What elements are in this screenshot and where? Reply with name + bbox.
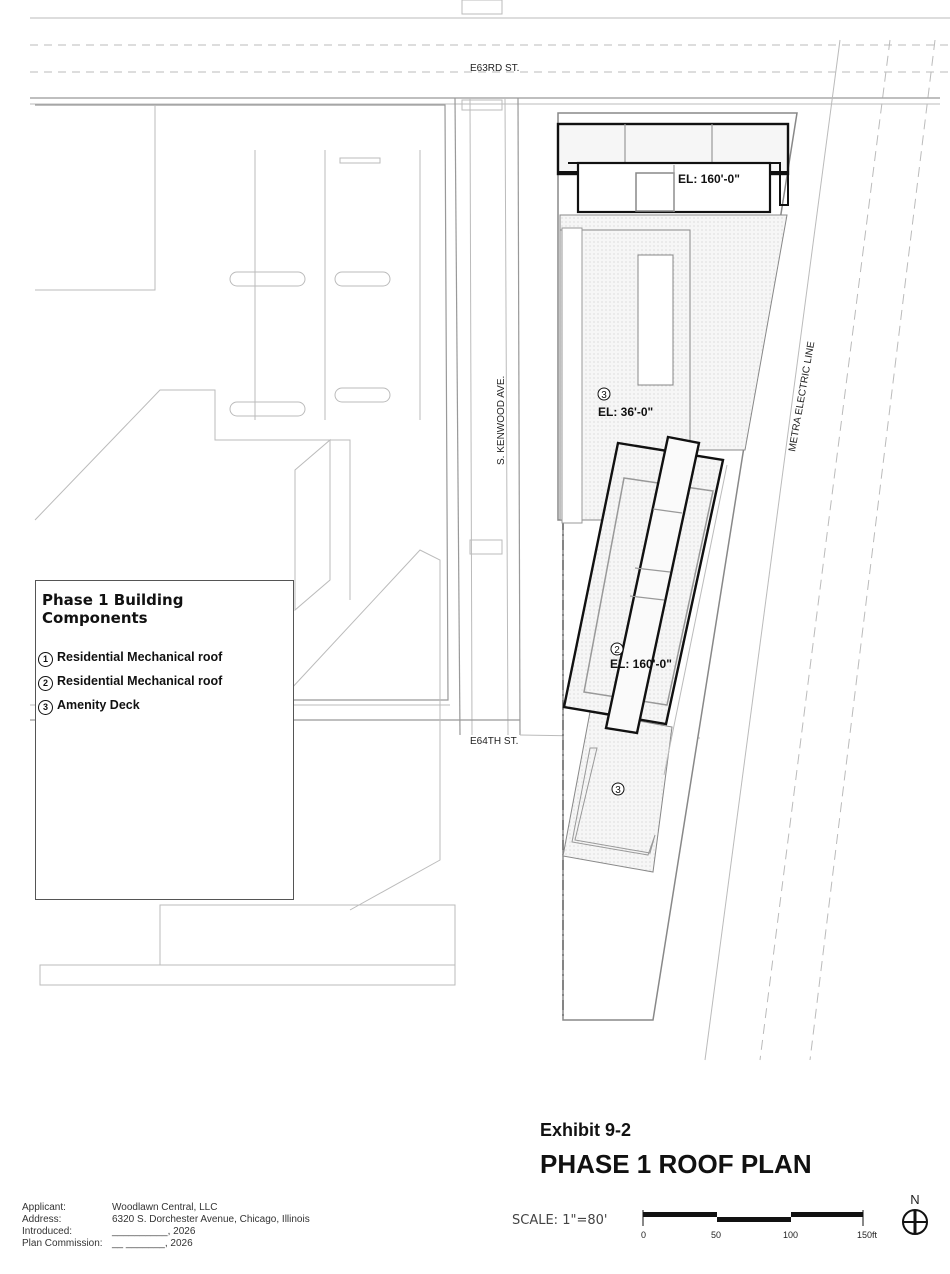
scale-tick: 50 — [711, 1230, 722, 1240]
tower-2-marker: 2 — [614, 645, 620, 656]
legend-label: Amenity Deck — [57, 698, 140, 712]
plan-title: PHASE 1 ROOF PLAN — [540, 1149, 812, 1179]
info-key: Applicant: — [22, 1202, 66, 1213]
tower-2-marker-circle — [610, 642, 624, 656]
street-label-e64th: E64TH ST. — [470, 736, 518, 747]
info-key: Plan Commission: — [22, 1238, 103, 1249]
legend-number: 3 — [38, 700, 53, 715]
exhibit-number: Exhibit 9-2 — [540, 1120, 632, 1140]
rail-label-metra: METRA ELECTRIC LINE — [787, 340, 817, 452]
tower-2-roof — [562, 435, 728, 776]
existing-parking-area — [34, 104, 456, 986]
legend-number: 1 — [38, 652, 53, 667]
rail-corridor — [704, 39, 936, 1061]
tower-2-elevation: EL: 160'-0" — [610, 657, 672, 671]
info-value: __ _______, 2026 — [112, 1238, 193, 1249]
deck-marker: 3 — [601, 390, 607, 401]
street-label-e63rd: E63RD ST. — [470, 63, 519, 74]
street-e63rd — [30, 17, 950, 105]
street-label-kenwood: S. KENWOOD AVE. — [496, 376, 507, 465]
tower-1-elevation: EL: 160'-0" — [678, 172, 740, 186]
north-arrow-icon — [902, 1209, 928, 1235]
scale-tick: 100 — [783, 1230, 799, 1240]
info-value: Woodlawn Central, LLC — [112, 1202, 218, 1213]
legend-label: Residential Mechanical roof — [57, 650, 223, 664]
scale-label: SCALE: 1"=80' — [512, 1213, 608, 1228]
tower-1-roof — [556, 122, 790, 214]
scale-bar — [642, 1210, 864, 1226]
street-kenwood — [454, 0, 521, 736]
legend-number: 2 — [38, 676, 53, 691]
legend-title: Phase 1 Building Components — [42, 591, 184, 627]
title-block: Exhibit 9-2 PHASE 1 ROOF PLAN — [540, 1120, 812, 1180]
deck-2-marker-circle — [611, 782, 625, 796]
legend-label: Residential Mechanical roof — [57, 674, 223, 688]
deck-marker-circle — [597, 387, 611, 401]
info-key: Introduced: — [22, 1226, 73, 1237]
deck-elevation: EL: 36'-0" — [598, 405, 653, 419]
legend-item: 2 Residential Mechanical roof — [38, 669, 293, 693]
info-value: 6320 S. Dorchester Avenue, Chicago, Illi… — [112, 1214, 310, 1225]
scale-tick: 0 — [641, 1230, 647, 1240]
legend-item: 1 Residential Mechanical roof — [38, 645, 293, 669]
north-label: N — [910, 1192, 919, 1207]
info-value: __________, 2026 — [112, 1226, 196, 1237]
legend-item: 3 Amenity Deck — [38, 693, 293, 717]
applicant-info: Applicant: Woodlawn Central, LLC Address:… — [22, 1202, 310, 1250]
scale-tick: 150ft — [857, 1230, 878, 1240]
info-key: Address: — [22, 1214, 62, 1225]
deck-2-marker: 3 — [615, 785, 621, 796]
